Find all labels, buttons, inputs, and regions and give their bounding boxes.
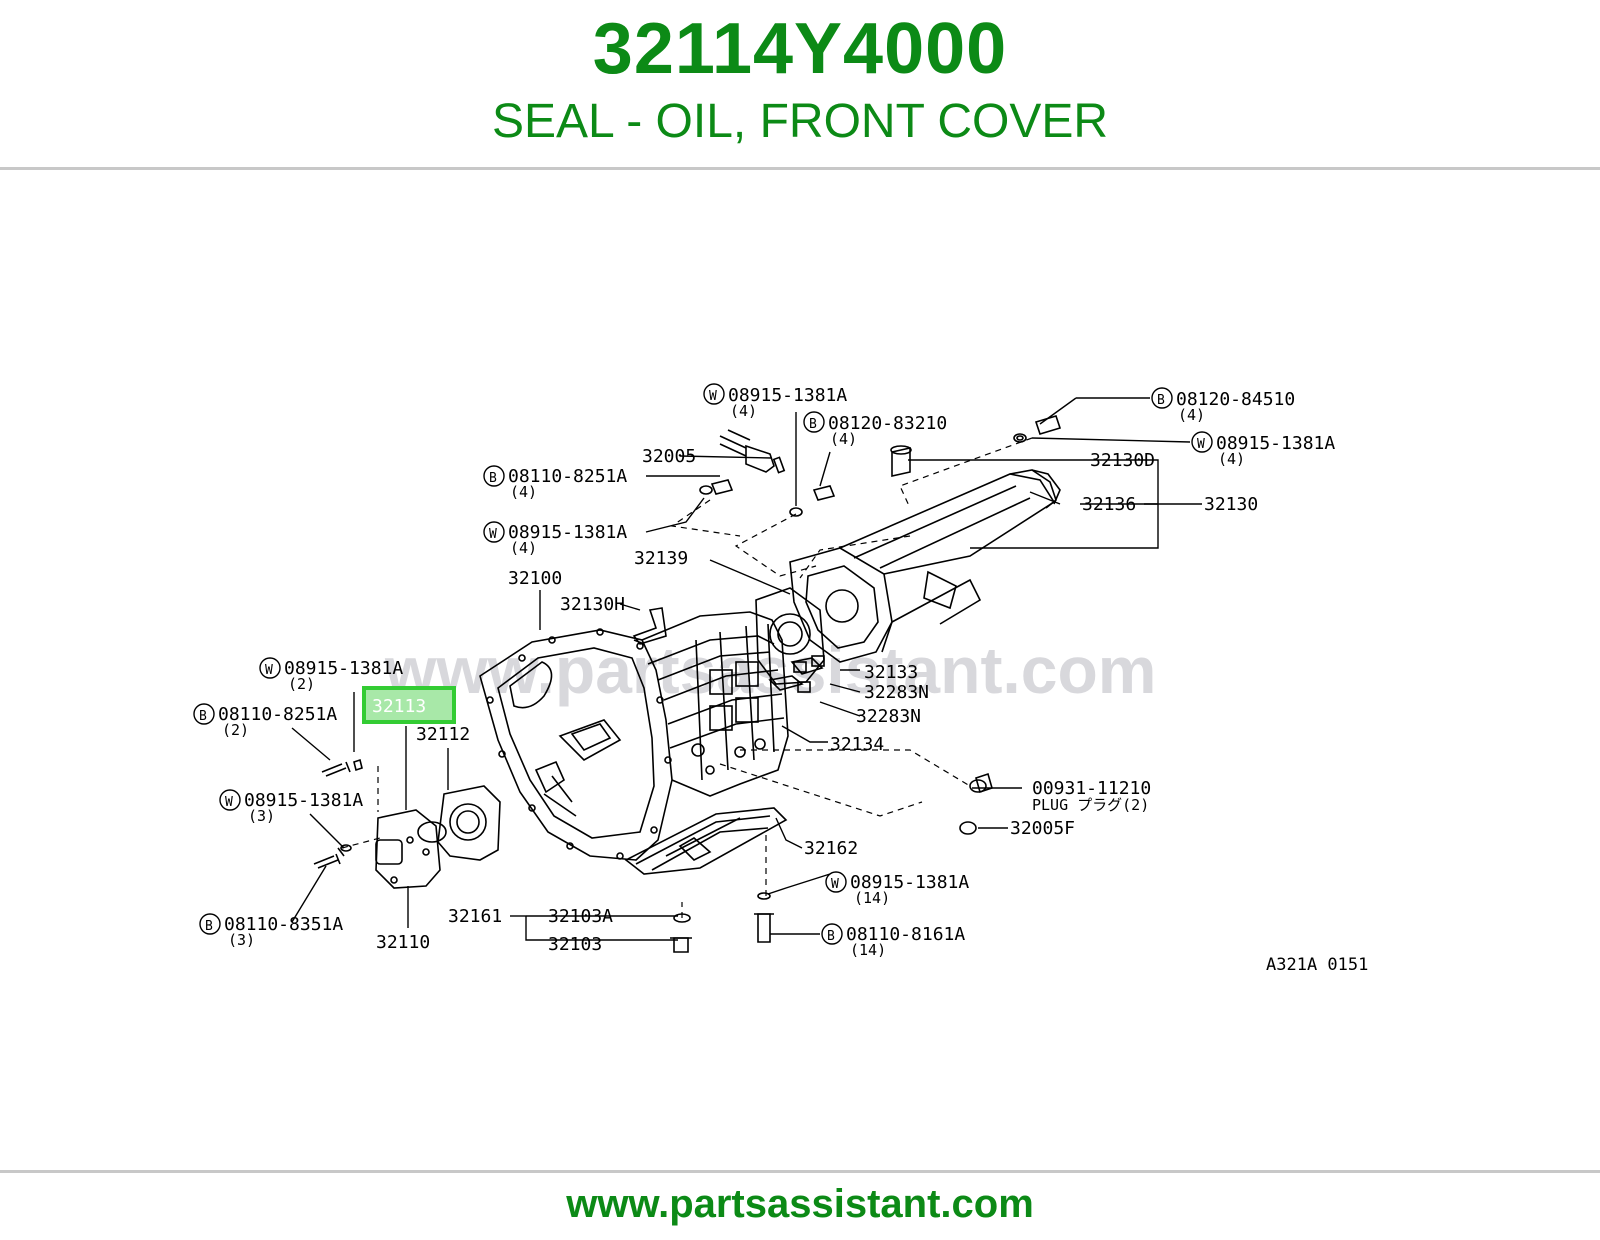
washer-badge-letter: W bbox=[265, 663, 273, 678]
bolt-badge bbox=[821, 923, 843, 945]
label-08915-1381a-left[interactable]: 08915-1381A bbox=[284, 658, 403, 679]
washer-badge bbox=[703, 383, 725, 405]
washer-badge bbox=[825, 871, 847, 893]
leader-lines bbox=[291, 397, 1191, 941]
header-divider bbox=[0, 167, 1600, 170]
label-08120-84510[interactable]: 08120-84510 bbox=[1176, 389, 1295, 410]
qty-08915-1381a-top: (4) bbox=[730, 402, 757, 420]
label-32130d[interactable]: 32130D bbox=[1090, 450, 1155, 471]
label-32103a[interactable]: 32103A bbox=[548, 906, 613, 927]
bolt-badge bbox=[193, 703, 215, 725]
washer-badge bbox=[259, 657, 281, 679]
label-32005f[interactable]: 32005F bbox=[1010, 818, 1075, 839]
label-32110[interactable]: 32110 bbox=[376, 932, 430, 953]
label-32005[interactable]: 32005 bbox=[642, 446, 696, 467]
label-32130[interactable]: 32130 bbox=[1204, 494, 1258, 515]
bolt-badge bbox=[199, 913, 221, 935]
label-08120-83210[interactable]: 08120-83210 bbox=[828, 413, 947, 434]
label-32130h[interactable]: 32130H bbox=[560, 594, 625, 615]
part-description: SEAL - OIL, FRONT COVER bbox=[491, 95, 1109, 148]
label-08915-1381a-low[interactable]: 08915-1381A bbox=[244, 790, 363, 811]
label-32139[interactable]: 32139 bbox=[634, 548, 688, 569]
qty-08915-1381a-left: (2) bbox=[288, 675, 315, 693]
qty-08120-83210: (4) bbox=[830, 430, 857, 448]
highlight-box-32113[interactable] bbox=[362, 686, 456, 724]
label-08915-1381a-bottom[interactable]: 08915-1381A bbox=[850, 872, 969, 893]
transmission-drawing bbox=[313, 415, 1062, 953]
bolt-badge bbox=[803, 411, 825, 433]
label-32283n-b[interactable]: 32283N bbox=[856, 706, 921, 727]
footer-url[interactable]: www.partsassistant.com bbox=[566, 1182, 1034, 1226]
figure-code: A321A 0151 bbox=[1266, 955, 1368, 975]
qty-08120-84510: (4) bbox=[1178, 406, 1205, 424]
washer-badge-letter: W bbox=[489, 527, 497, 542]
washer-badge bbox=[483, 521, 505, 543]
qty-08915-1381a-mid: (4) bbox=[510, 539, 537, 557]
bolt-badge bbox=[483, 465, 505, 487]
label-08110-8351a[interactable]: 08110-8351A bbox=[224, 914, 343, 935]
label-32136[interactable]: 32136 bbox=[1082, 494, 1136, 515]
bolt-badge-letter: B bbox=[489, 471, 497, 486]
part-number-title: 32114Y4000 bbox=[592, 9, 1008, 89]
qty-08110-8161a: (14) bbox=[850, 941, 886, 959]
label-32103[interactable]: 32103 bbox=[548, 934, 602, 955]
footer-divider bbox=[0, 1170, 1600, 1173]
label-32133[interactable]: 32133 bbox=[864, 662, 918, 683]
bolt-badge-letter: B bbox=[199, 709, 207, 724]
parts-diagram: www.partsassistant.com bbox=[180, 340, 1420, 1010]
washer-badge bbox=[1191, 431, 1213, 453]
washer-badge-letter: W bbox=[1197, 437, 1205, 452]
bolt-badge-letter: B bbox=[205, 919, 213, 934]
label-32283n-a[interactable]: 32283N bbox=[864, 682, 929, 703]
washer-badge-letter: W bbox=[709, 389, 717, 404]
label-08915-1381a-top[interactable]: 08915-1381A bbox=[728, 385, 847, 406]
washer-badge-letter: W bbox=[225, 795, 233, 810]
label-08110-8251a-top[interactable]: 08110-8251A bbox=[508, 466, 627, 487]
label-32161[interactable]: 32161 bbox=[448, 906, 502, 927]
dashed-guides bbox=[341, 437, 1033, 918]
washer-badge-letter: W bbox=[831, 877, 839, 892]
label-08110-8251a-left[interactable]: 08110-8251A bbox=[218, 704, 337, 725]
washer-badge bbox=[219, 789, 241, 811]
label-32113[interactable]: 32113 bbox=[372, 696, 426, 717]
label-32134[interactable]: 32134 bbox=[830, 734, 884, 755]
qty-08915-1381a-low: (3) bbox=[248, 807, 275, 825]
bolt-badge-letter: B bbox=[1157, 393, 1165, 408]
label-32162[interactable]: 32162 bbox=[804, 838, 858, 859]
callout-labels: W 08915-1381A (4) B 08120-83210 (4) B 08… bbox=[193, 383, 1368, 975]
qty-08915-1381a-bottom: (14) bbox=[854, 889, 890, 907]
diagram-svg: www.partsassistant.com bbox=[180, 340, 1420, 1010]
bolt-badge-letter: B bbox=[809, 417, 817, 432]
label-32112[interactable]: 32112 bbox=[416, 724, 470, 745]
label-08110-8161a[interactable]: 08110-8161A bbox=[846, 924, 965, 945]
qty-08110-8251a-left: (2) bbox=[222, 721, 249, 739]
bolt-badge-letter: B bbox=[827, 929, 835, 944]
bolt-badge bbox=[1151, 387, 1173, 409]
label-08915-1381a-right[interactable]: 08915-1381A bbox=[1216, 433, 1335, 454]
label-plug: PLUG プラグ(2) bbox=[1032, 796, 1149, 814]
qty-08110-8351a: (3) bbox=[228, 931, 255, 949]
label-00931-11210[interactable]: 00931-11210 bbox=[1032, 778, 1151, 799]
page-header: 32114Y4000 SEAL - OIL, FRONT COVER bbox=[0, 0, 1600, 168]
qty-08110-8251a-top: (4) bbox=[510, 483, 537, 501]
label-08915-1381a-mid[interactable]: 08915-1381A bbox=[508, 522, 627, 543]
label-32100[interactable]: 32100 bbox=[508, 568, 562, 589]
qty-08915-1381a-right: (4) bbox=[1218, 450, 1245, 468]
